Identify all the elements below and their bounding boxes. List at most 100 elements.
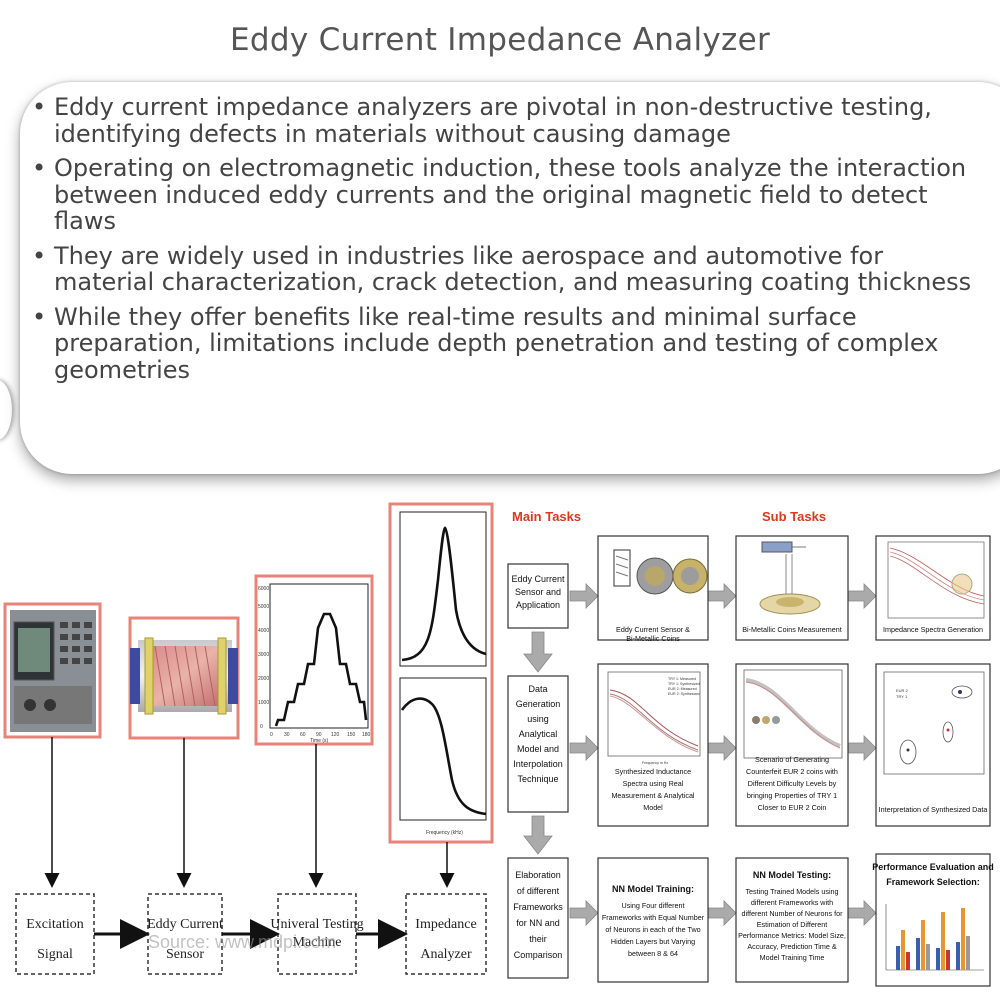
text-line: using xyxy=(527,714,549,724)
text-line: Interpolation xyxy=(513,759,563,769)
sub-task-caption: Eddy Current Sensor &Bi-Metallic Coins xyxy=(616,625,690,643)
nn-training-title: NN Model Training: xyxy=(612,884,694,894)
testing-machine-box xyxy=(277,893,357,975)
bullet-dot: • xyxy=(32,302,47,331)
text-line: Frameworks xyxy=(513,902,563,912)
legend-entry: EUR 2: Measured xyxy=(668,687,697,691)
text-line: Using Four different xyxy=(622,901,685,910)
x-axis-label: Frequency (kHz) xyxy=(426,830,463,836)
text-line: Sensor and xyxy=(515,587,561,597)
text-line: Comparison xyxy=(514,950,563,960)
legend-entry: TRY 1: Measured xyxy=(668,677,696,681)
sub-task-box xyxy=(597,857,709,983)
source-watermark: Source: www.mdpi.com xyxy=(148,932,336,952)
text-line: Model xyxy=(643,803,663,812)
page-title: Eddy Current Impedance Analyzer xyxy=(229,22,770,58)
summary-card xyxy=(20,82,1000,474)
load-time-plot: 0 30 60 90 120 150 180 Time (s) 0 1000 2… xyxy=(254,574,374,746)
text-line: Closer to EUR 2 Coin xyxy=(758,803,827,812)
bullet-list: •Eddy current impedance analyzers are pi… xyxy=(30,94,980,391)
excitation-signal-box xyxy=(15,893,95,975)
bullet-item: •While they offer benefits like real-tim… xyxy=(30,302,980,384)
text-line: Generation xyxy=(516,699,561,709)
text-line: Model Training Time xyxy=(760,953,825,962)
text-line: Performance Metrics: Model Size, xyxy=(738,931,846,940)
text-line: Hidden Layers but Varying xyxy=(611,937,695,946)
nn-testing-title: NN Model Testing: xyxy=(753,870,831,880)
text-line: Accuracy, Prediction Time & xyxy=(747,942,837,951)
text-line: Data xyxy=(528,684,547,694)
bullet-item: •They are widely used in industries like… xyxy=(30,241,980,296)
decorative-arc xyxy=(0,380,12,440)
legend-entry: EUR 2 xyxy=(896,688,909,693)
sensor-coins-illustration xyxy=(613,549,708,595)
bullet-item: •Operating on electromagnetic induction,… xyxy=(30,155,980,235)
text-line: Different Difficulty Levels by xyxy=(748,779,837,788)
x-tick-label: 180 xyxy=(362,732,371,738)
y-tick-label: 0 xyxy=(260,724,263,730)
scatter-interpretation-chart: EUR 2 TRY 1 xyxy=(883,671,985,775)
eddy-current-sensor-image xyxy=(128,616,240,740)
left-diagram: 0 30 60 90 120 150 180 Time (s) 0 1000 2… xyxy=(3,502,494,975)
main-task-box xyxy=(507,857,569,979)
main-task-box xyxy=(507,563,569,629)
bullet-dot: • xyxy=(32,93,47,121)
text-line: Eddy Current xyxy=(511,574,565,584)
x-tick-label: 30 xyxy=(284,732,290,738)
legend-entry: TRY 1: Synthesized xyxy=(668,682,700,686)
testing-machine-label: Univeral Testing xyxy=(270,917,363,932)
excitation-signal-label: Signal xyxy=(37,947,73,962)
text-line: Estimation of Different xyxy=(757,920,828,929)
impedance-analyzer-label: Impedance xyxy=(415,917,476,932)
sub-task-arrows xyxy=(569,583,877,926)
text-line: bringing Properties of TRY 1 xyxy=(747,791,837,800)
bullet-text: Eddy current impedance analyzers are piv… xyxy=(54,93,932,148)
bullet-dot: • xyxy=(32,241,47,270)
x-tick-label: 0 xyxy=(270,732,273,738)
text-line: between 8 & 64 xyxy=(628,949,678,958)
legend-entry: EUR 2: Synthesized xyxy=(668,692,700,696)
eddy-current-sensor-label: Sensor xyxy=(166,947,204,962)
impedance-spectra-illustration xyxy=(887,541,985,619)
impedance-analyzer-label: Analyzer xyxy=(420,947,472,962)
text-line: Scenario of Generating xyxy=(755,755,829,764)
y-tick-label: 2000 xyxy=(258,676,269,682)
x-tick-label: 60 xyxy=(300,732,306,738)
coin-measurement-illustration xyxy=(759,541,821,615)
x-axis-label: Time (s) xyxy=(310,738,328,744)
sub-task-caption: Bi-Metallic Coins Measurement xyxy=(742,625,841,634)
sub-task-box xyxy=(735,857,849,983)
text-line: Eddy Current Sensor & xyxy=(616,625,690,634)
main-task-arrows xyxy=(523,631,553,855)
figure-area: 0 30 60 90 120 150 180 Time (s) 0 1000 2… xyxy=(0,500,1000,1000)
text-line: Measurement & Analytical xyxy=(611,791,694,800)
y-tick-label: 6000 xyxy=(258,586,269,592)
text-line: Synthesized Inductance xyxy=(615,767,691,776)
impedance-spectra-plots: Frequency (kHz) xyxy=(388,502,494,844)
impedance-instrument-image xyxy=(3,602,102,739)
y-tick-label: 3000 xyxy=(258,652,269,658)
bullet-text: They are widely used in industries like … xyxy=(54,241,972,296)
process-boxes xyxy=(15,893,487,975)
bullet-dot: • xyxy=(32,154,47,182)
text-line: of Neurons in each of the Two xyxy=(605,925,700,934)
y-tick-label: 5000 xyxy=(258,604,269,610)
sub-task-caption: Interpretation of Synthesized Data xyxy=(879,805,988,814)
text-line: Framework Selection: xyxy=(886,877,980,887)
figure-svg: 0 30 60 90 120 150 180 Time (s) 0 1000 2… xyxy=(3,502,994,987)
x-tick-label: 150 xyxy=(347,732,356,738)
x-tick-label: 90 xyxy=(316,732,322,738)
performance-bar-chart xyxy=(885,904,984,971)
impedance-analyzer-box xyxy=(405,893,487,975)
bullet-text: Operating on electromagnetic induction, … xyxy=(54,154,967,235)
text-line: Testing Trained Models using xyxy=(745,887,838,896)
testing-machine-label: Machine xyxy=(293,935,342,950)
